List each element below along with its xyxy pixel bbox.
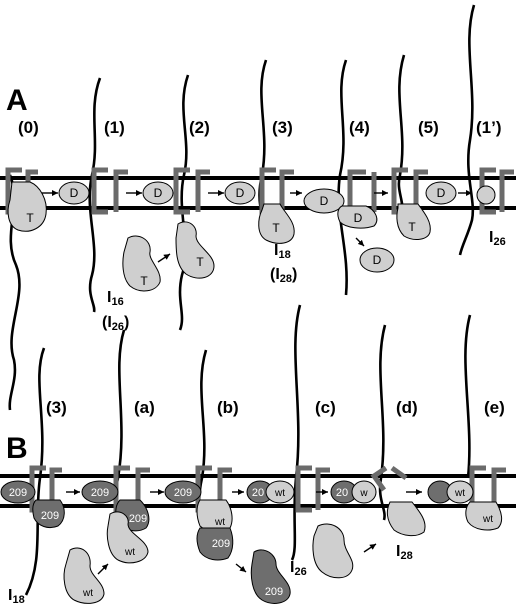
step-a-3: (3) [272,118,293,137]
svg-text:209: 209 [129,513,147,525]
svg-text:(I26): (I26) [102,314,129,333]
svg-text:D: D [320,194,329,208]
svg-text:D: D [354,211,363,225]
panel-b-label: B [6,432,28,465]
step-b-d: (d) [396,398,418,417]
svg-text:209: 209 [41,510,59,522]
step-b-b: (b) [217,398,239,417]
svg-text:T: T [272,221,280,235]
svg-text:wt: wt [214,517,225,528]
step-b-e: (e) [484,398,505,417]
svg-text:wt: wt [124,547,135,558]
svg-text:209: 209 [212,538,230,550]
step-a-1-prime: (1’) [476,118,502,137]
svg-text:wt: wt [82,588,93,599]
svg-text:wt: wt [454,488,465,499]
t-blobs-a: T T T T D D T [7,181,431,292]
step-a-2: (2) [189,118,210,137]
arrows-b [66,489,422,575]
svg-text:D: D [236,186,245,200]
svg-text:209: 209 [9,487,27,499]
svg-text:209: 209 [265,586,283,598]
position-labels-a: I16 (I26) I18 (I28) I26 [102,229,506,333]
d-blobs-a: D D D D D [58,181,496,214]
step-b-a: (a) [134,398,155,417]
svg-text:209: 209 [91,487,109,499]
svg-text:wt: wt [274,488,285,499]
blobs-on-membrane-b: 209 209 209 20 wt 20 w wt [0,480,474,504]
step-b-c: (c) [315,398,336,417]
blobs-below-membrane-b: 209 wt 209 wt wt 209 209 wt [32,499,503,604]
position-labels-b: I18 I26 I28 [8,543,413,606]
svg-text:T: T [26,211,34,225]
svg-text:I16: I16 [107,289,124,308]
svg-text:20: 20 [336,487,348,499]
arrows-a [42,190,472,263]
svg-text:D: D [70,186,79,200]
svg-text:D: D [437,186,446,200]
svg-text:(I28): (I28) [270,266,297,285]
svg-text:I26: I26 [489,229,506,248]
svg-text:w: w [359,488,368,499]
svg-text:D: D [154,186,163,200]
svg-text:I26: I26 [290,559,307,578]
step-a-0: (0) [18,118,39,137]
svg-text:D: D [373,253,382,267]
svg-text:20: 20 [252,487,264,499]
svg-text:T: T [196,255,204,269]
step-b-3: (3) [46,398,67,417]
svg-text:I28: I28 [396,543,413,562]
svg-text:209: 209 [174,487,192,499]
svg-text:I18: I18 [8,587,25,606]
svg-text:I18: I18 [274,242,291,261]
svg-text:T: T [408,220,416,234]
svg-text:T: T [140,274,148,288]
step-a-5: (5) [418,118,439,137]
step-a-4: (4) [349,118,370,137]
panel-a-label: A [6,84,28,117]
step-a-1: (1) [104,118,125,137]
svg-text:wt: wt [482,514,493,525]
